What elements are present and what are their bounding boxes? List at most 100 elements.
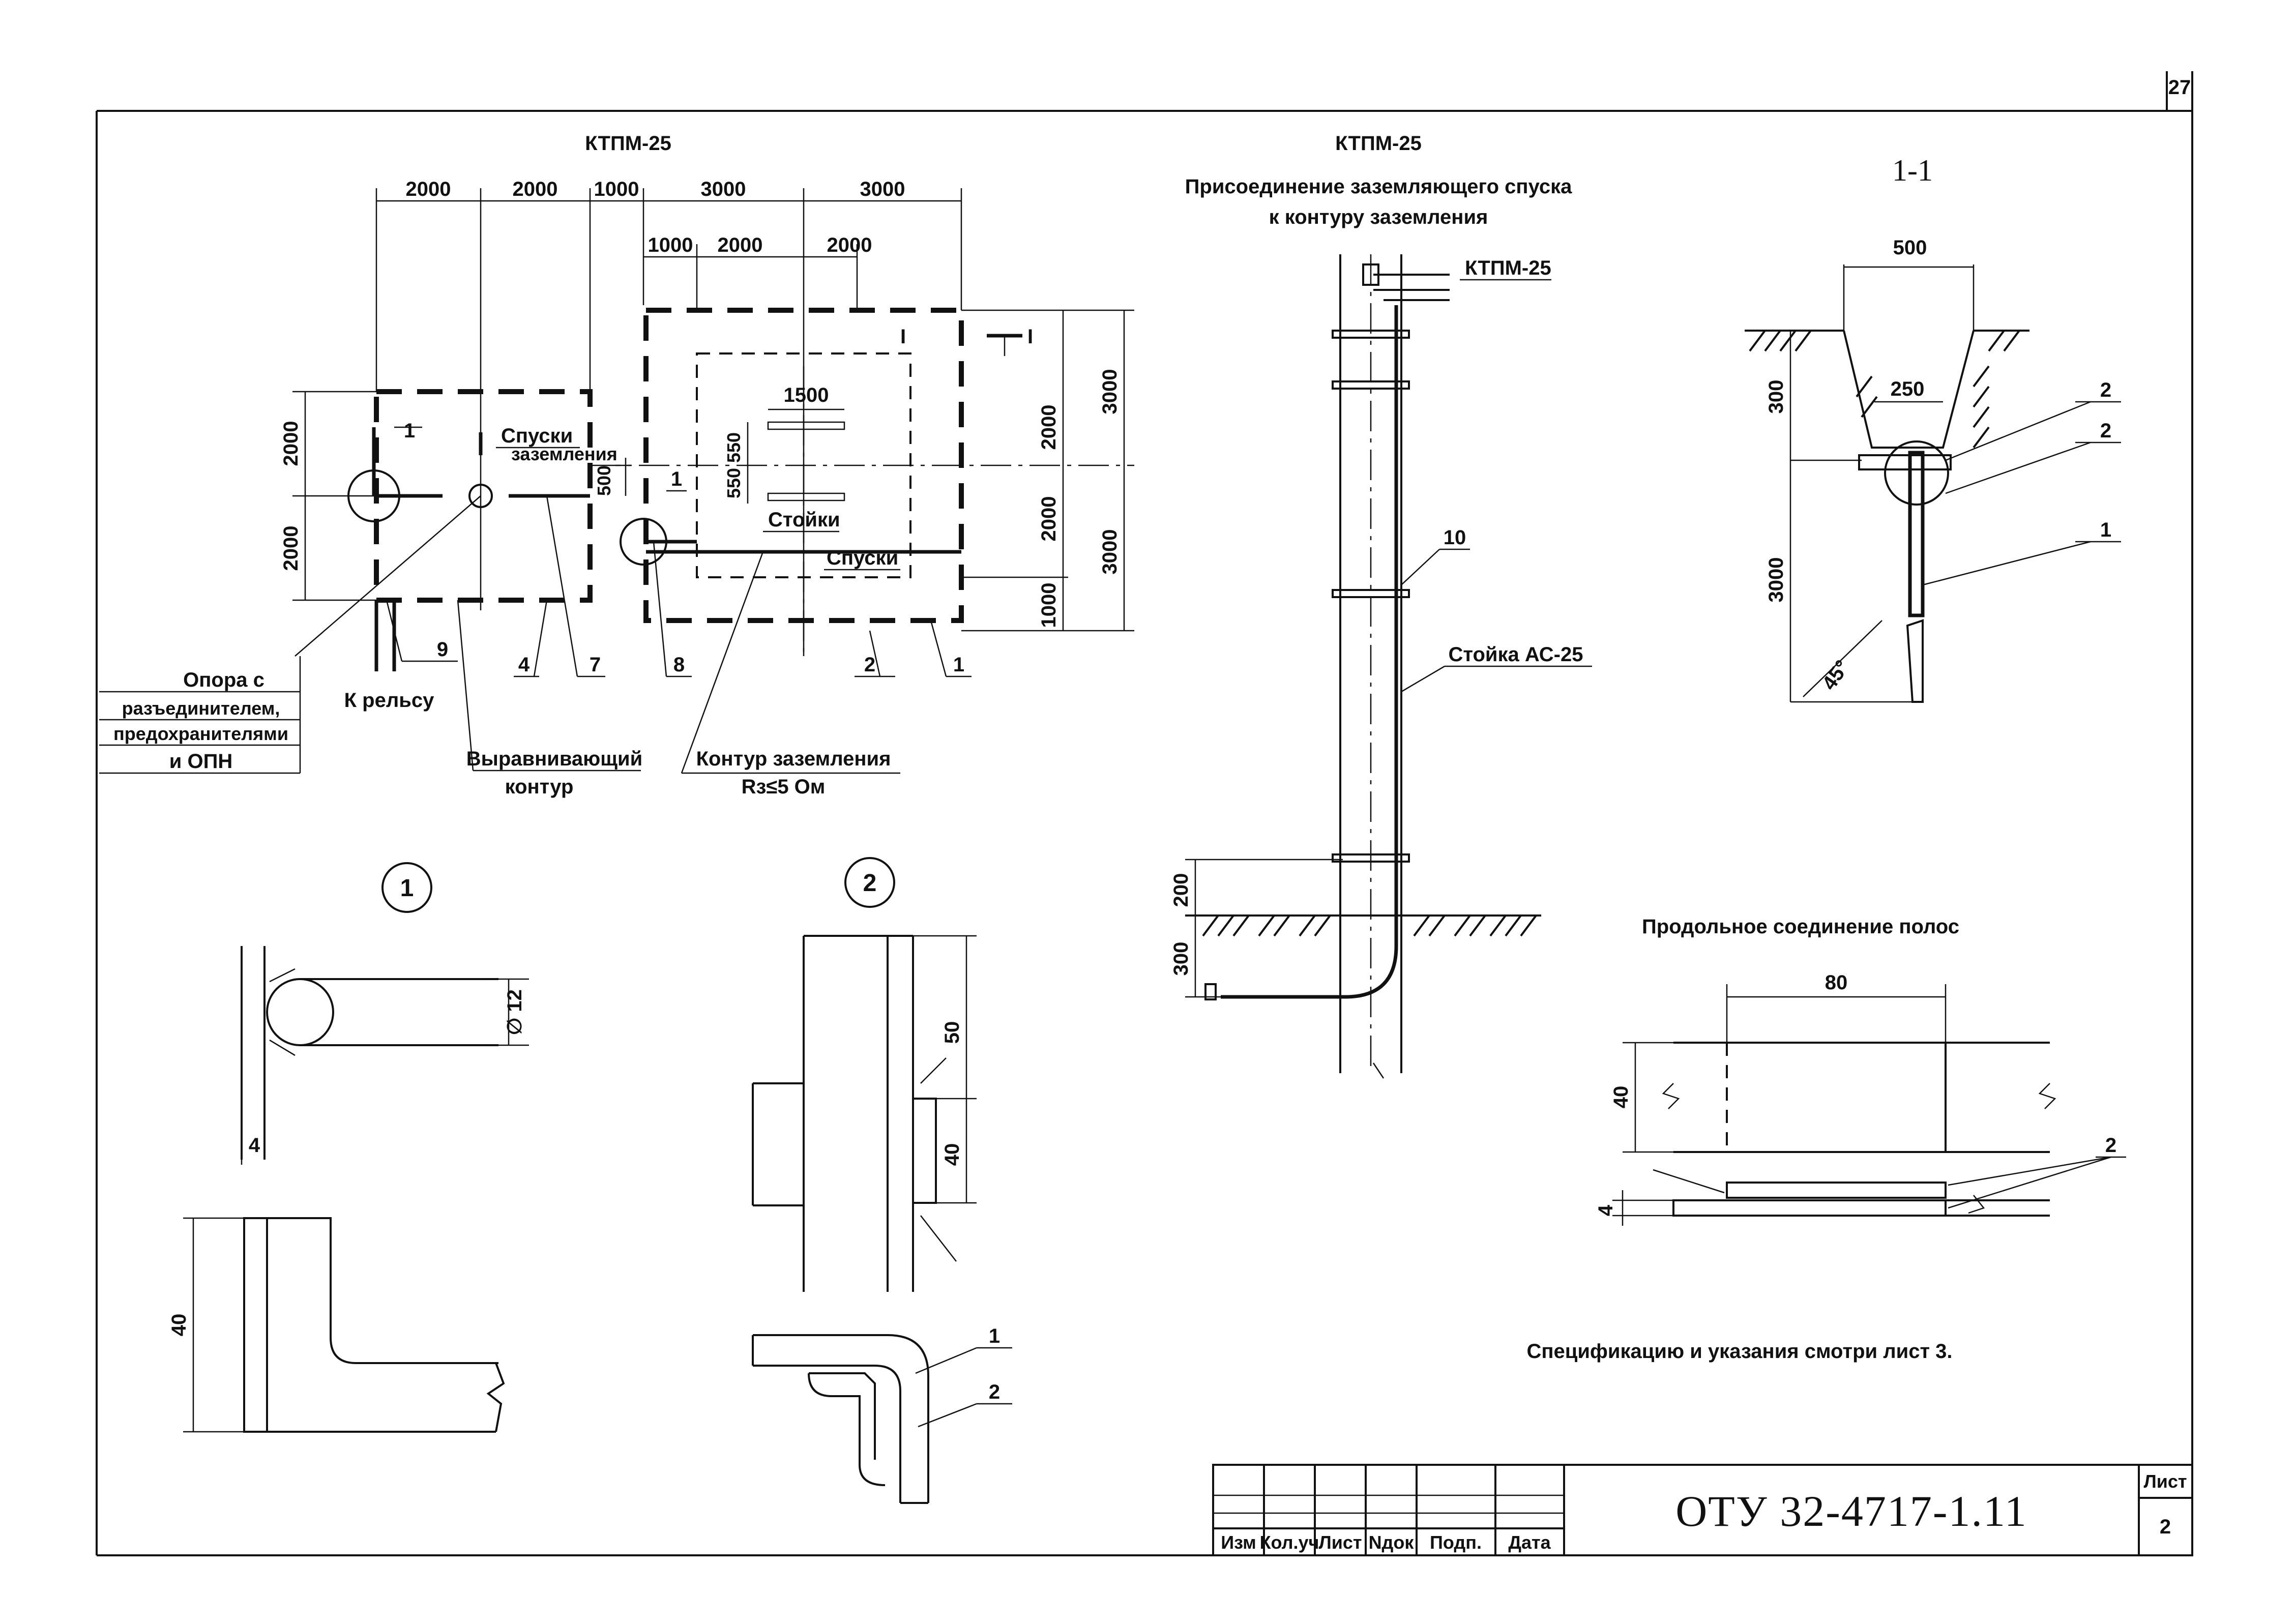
svg-text:9: 9 [437, 638, 448, 661]
section-mark: I [1027, 326, 1033, 348]
label-spuski-zazem-2: заземления [511, 444, 617, 464]
sheet-frame: 27 [96, 71, 2193, 1556]
soil-hatching-elev [1202, 914, 1537, 937]
opora-label-3: предохранителями [113, 723, 288, 744]
plan-title: КТПМ-25 [585, 132, 671, 155]
svg-text:200: 200 [1170, 873, 1192, 907]
detail-1: 1 ∅ 12 4 40 [168, 862, 529, 1433]
sheet-number: 2 [2160, 1516, 2171, 1538]
svg-text:500: 500 [1893, 237, 1927, 259]
svg-text:2: 2 [2100, 379, 2111, 401]
svg-text:I: I [900, 326, 906, 348]
opora-label-1: Опора с [183, 669, 264, 691]
svg-text:Подп.: Подп. [1430, 1532, 1482, 1553]
svg-text:2000: 2000 [718, 234, 763, 256]
detail-2: 2 50 40 1 2 [752, 857, 1012, 1504]
page-number: 27 [2168, 76, 2191, 99]
svg-text:2: 2 [863, 870, 877, 897]
svg-text:1: 1 [989, 1325, 1000, 1347]
stoyka-label: Стойка АС-25 [1449, 643, 1583, 666]
svg-text:1500: 1500 [784, 384, 829, 406]
opora-label-2: разъединителем, [122, 698, 280, 719]
elevation-title-2: Присоединение заземляющего спуска [1185, 175, 1572, 198]
label-spuski: Спуски [827, 547, 898, 569]
svg-text:7: 7 [590, 654, 601, 676]
svg-text:3000: 3000 [1099, 369, 1121, 415]
svg-text:4: 4 [1595, 1204, 1617, 1216]
svg-text:550: 550 [723, 468, 744, 498]
svg-text:2: 2 [989, 1381, 1000, 1403]
vyravn-label-1: Выравнивающий [466, 748, 642, 770]
top-dim-labels: 2000 2000 1000 3000 3000 [406, 178, 905, 200]
spec-note: Спецификацию и указания смотри лист 3. [1526, 1340, 1952, 1363]
svg-text:2000: 2000 [1038, 405, 1060, 450]
svg-text:40: 40 [168, 1314, 190, 1337]
svg-text:40: 40 [1610, 1086, 1632, 1109]
section-1-1: 1-1 500 250 [1745, 154, 2121, 703]
svg-text:8: 8 [673, 654, 685, 676]
svg-text:2000: 2000 [406, 178, 451, 200]
svg-text:300: 300 [1170, 942, 1192, 976]
svg-text:2000: 2000 [513, 178, 558, 200]
svg-text:50: 50 [941, 1021, 963, 1044]
svg-text:45°: 45° [1818, 656, 1854, 694]
svg-text:Кол.уч: Кол.уч [1260, 1532, 1319, 1553]
strip-joint: Продольное соединение полос 80 40 2 4 [1595, 916, 2126, 1226]
svg-text:1000: 1000 [1038, 583, 1060, 628]
svg-text:1: 1 [671, 468, 682, 490]
svg-text:Дата: Дата [1508, 1532, 1551, 1553]
detail-2-marker [844, 857, 895, 908]
svg-text:2000: 2000 [827, 234, 872, 256]
svg-text:1000: 1000 [594, 178, 639, 200]
svg-text:2000: 2000 [280, 421, 302, 466]
svg-text:500: 500 [594, 465, 614, 496]
svg-text:10: 10 [1444, 526, 1466, 549]
k-relsu-label: К рельсу [344, 689, 434, 712]
svg-text:1: 1 [404, 420, 415, 442]
svg-text:1: 1 [400, 875, 414, 902]
svg-text:40: 40 [941, 1143, 963, 1166]
detail-1-marker [381, 862, 432, 913]
svg-text:3000: 3000 [860, 178, 905, 200]
label-spuski-zazem-1: Спуски [501, 425, 573, 447]
svg-text:∅ 12: ∅ 12 [504, 989, 526, 1035]
second-dim-labels: 1000 2000 2000 [648, 234, 872, 256]
plan-view: КТПМ-25 2000 2000 1000 3000 3000 1000 20… [99, 132, 1134, 798]
elevation-view: КТПМ-25 Присоединение заземляющего спуск… [1170, 132, 1592, 1079]
svg-text:2: 2 [2105, 1134, 2116, 1157]
opora-label-4: и ОПН [169, 750, 232, 773]
elevation-title-3: к контуру заземления [1269, 206, 1488, 228]
svg-text:300: 300 [1765, 380, 1787, 414]
label-stoyki: Стойки [768, 509, 840, 531]
strip-joint-title: Продольное соединение полос [1642, 916, 1959, 938]
svg-text:2: 2 [864, 654, 875, 676]
svg-text:2: 2 [2100, 420, 2111, 442]
section-title: 1-1 [1892, 154, 1933, 187]
svg-text:Nдок: Nдок [1369, 1532, 1415, 1553]
svg-text:Лист: Лист [1318, 1532, 1362, 1553]
svg-text:250: 250 [1891, 378, 1925, 400]
svg-text:3000: 3000 [701, 178, 746, 200]
svg-text:1000: 1000 [648, 234, 693, 256]
svg-text:3000: 3000 [1765, 557, 1787, 603]
svg-text:1: 1 [2100, 519, 2111, 541]
elevation-title-1: КТПМ-25 [1335, 132, 1422, 155]
svg-text:1: 1 [953, 654, 964, 676]
elevation-ktpm-label: КТПМ-25 [1465, 257, 1551, 279]
svg-text:Изм: Изм [1221, 1532, 1256, 1553]
svg-text:3000: 3000 [1099, 529, 1121, 575]
soil-hatching-section [1749, 330, 2020, 449]
title-block: Изм Кол.уч Лист Nдок Подп. Дата ОТУ 32-4… [1212, 1464, 2193, 1556]
svg-text:2000: 2000 [280, 526, 302, 571]
vyravn-label-2: контур [505, 776, 574, 798]
kontur-label-2: Rз≤5 Ом [742, 776, 826, 798]
kontur-label-1: Контур заземления [696, 748, 891, 770]
svg-text:2000: 2000 [1038, 496, 1060, 542]
svg-text:4: 4 [249, 1134, 260, 1157]
svg-text:550: 550 [723, 432, 744, 463]
sheet-label: Лист [2143, 1471, 2187, 1492]
document-code: ОТУ 32-4717-1.11 [1675, 1487, 2027, 1536]
svg-text:4: 4 [518, 654, 530, 676]
svg-text:80: 80 [1825, 971, 1848, 994]
